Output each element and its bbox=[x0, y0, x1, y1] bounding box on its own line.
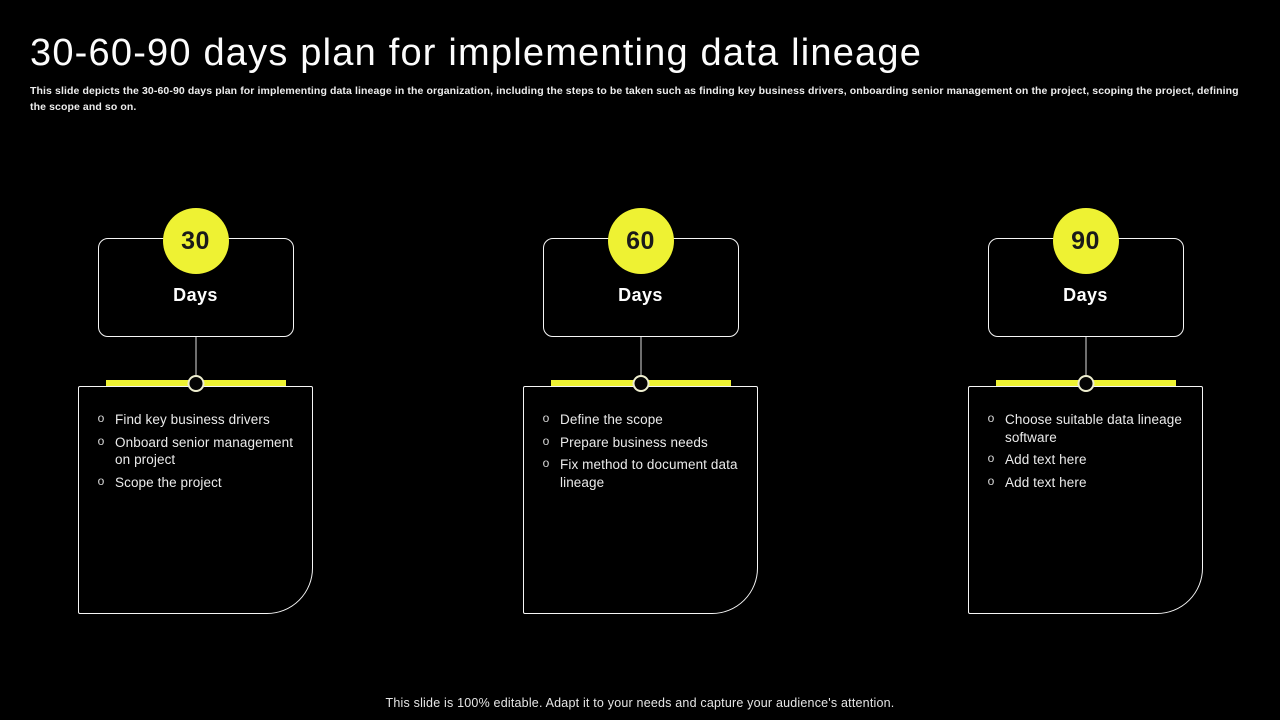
task-item: o Scope the project bbox=[96, 474, 300, 492]
milestone-column-90: Days 90 o Choose suitable data lineage s… bbox=[968, 208, 1203, 620]
milestone-column-30: Days 30 o Find key business drivers o On… bbox=[78, 208, 313, 620]
task-list: o Find key business drivers o Onboard se… bbox=[79, 387, 312, 491]
bullet-marker: o bbox=[542, 411, 550, 425]
task-text: Prepare business needs bbox=[560, 434, 708, 450]
task-list: o Define the scope o Prepare business ne… bbox=[524, 387, 757, 491]
milestone-number: 30 bbox=[181, 226, 210, 255]
timeline-node bbox=[1077, 375, 1094, 392]
page-description: This slide depicts the 30-60-90 days pla… bbox=[30, 85, 1239, 113]
bullet-marker: o bbox=[542, 433, 550, 448]
task-text: Fix method to document data lineage bbox=[560, 457, 738, 490]
task-text: Define the scope bbox=[560, 412, 663, 427]
footer-note: This slide is 100% editable. Adapt it to… bbox=[385, 696, 895, 710]
task-card: o Find key business drivers o Onboard se… bbox=[78, 386, 313, 614]
task-item: o Onboard senior management on project bbox=[96, 434, 300, 469]
task-text: Choose suitable data lineage software bbox=[1005, 412, 1182, 445]
task-card: o Define the scope o Prepare business ne… bbox=[523, 386, 758, 614]
milestone-number: 60 bbox=[626, 226, 655, 255]
connector-line bbox=[195, 337, 196, 384]
bullet-marker: o bbox=[97, 473, 105, 488]
days-label: Days bbox=[1063, 285, 1108, 305]
task-list: o Choose suitable data lineage software … bbox=[969, 387, 1202, 491]
task-item: o Add text here bbox=[986, 451, 1190, 469]
task-item: o Define the scope bbox=[541, 411, 745, 429]
task-item: o Fix method to document data lineage bbox=[541, 456, 745, 491]
task-item: o Find key business drivers bbox=[96, 411, 300, 429]
connector-line bbox=[1085, 337, 1086, 384]
timeline-node bbox=[632, 375, 649, 392]
connector-line bbox=[640, 337, 641, 384]
bullet-marker: o bbox=[987, 411, 995, 425]
task-text: Add text here bbox=[1005, 474, 1087, 490]
task-card: o Choose suitable data lineage software … bbox=[968, 386, 1203, 614]
task-text: Scope the project bbox=[115, 474, 222, 490]
task-text: Add text here bbox=[1005, 452, 1087, 468]
bullet-marker: o bbox=[97, 433, 105, 448]
task-item: o Choose suitable data lineage software bbox=[986, 411, 1190, 446]
page-title: 30-60-90 days plan for implementing data… bbox=[30, 32, 923, 74]
bullet-marker: o bbox=[987, 451, 995, 466]
timeline-node bbox=[187, 375, 204, 392]
bullet-marker: o bbox=[987, 473, 995, 488]
milestone-circle: 30 bbox=[162, 208, 229, 274]
task-item: o Prepare business needs bbox=[541, 434, 745, 452]
task-text: Onboard senior management on project bbox=[115, 434, 294, 468]
bullet-marker: o bbox=[97, 411, 105, 425]
milestone-number: 90 bbox=[1071, 226, 1100, 255]
task-text: Find key business drivers bbox=[115, 412, 270, 427]
task-item: o Add text here bbox=[986, 474, 1190, 492]
milestone-circle: 90 bbox=[1052, 208, 1119, 274]
days-label: Days bbox=[173, 285, 218, 305]
bullet-marker: o bbox=[542, 456, 550, 471]
milestone-column-60: Days 60 o Define the scope o Prepare bus… bbox=[523, 208, 758, 620]
milestone-circle: 60 bbox=[607, 208, 674, 274]
days-label: Days bbox=[618, 285, 663, 305]
